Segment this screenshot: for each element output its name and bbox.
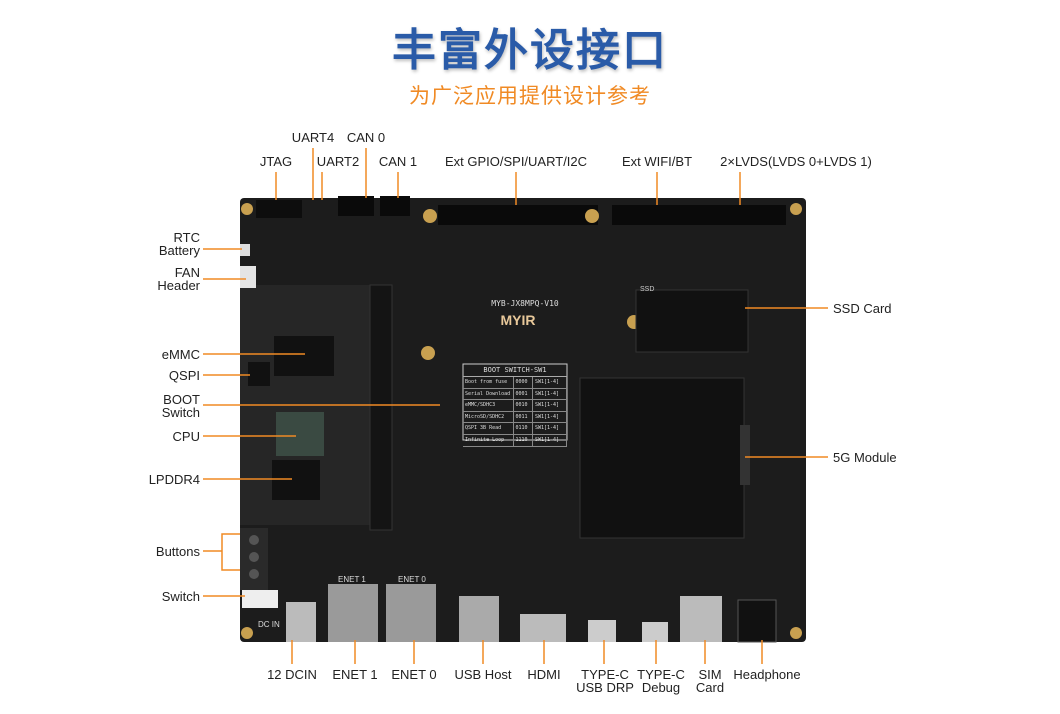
headphone-jack: [737, 599, 777, 643]
label-emmc: eMMC: [161, 347, 200, 362]
page-subtitle: 为广泛应用提供设计参考: [409, 84, 651, 108]
dcin-jack: [286, 602, 316, 642]
label-usb-host: USB Host: [454, 667, 512, 682]
emmc-chip: [274, 336, 334, 376]
label-switch: Switch: [161, 589, 200, 604]
boot-table-cell: SW1[1-4]: [533, 377, 567, 388]
label-enet1: ENET 1: [332, 667, 378, 682]
label-jtag: JTAG: [259, 154, 293, 169]
myir-logo: MYIR: [500, 312, 536, 328]
boot-table-cell: SW1[1-4]: [533, 434, 567, 446]
hdmi-port: [520, 614, 566, 642]
label-qspi: QSPI: [168, 368, 200, 383]
boot-table-cell: 0011: [514, 411, 533, 423]
boot-table-title: BOOT SWITCH-SW1: [463, 364, 567, 377]
label-uart4: UART4: [291, 130, 335, 145]
label-headphone: Headphone: [733, 667, 801, 682]
silk-enet1: ENET 1: [338, 575, 366, 584]
silk-enet0: ENET 0: [398, 575, 426, 584]
boot-table-cell: 0010: [514, 400, 533, 411]
boot-table-cell: eMMC/SDHC3: [463, 400, 514, 411]
label-ssd-card: SSD Card: [833, 301, 892, 316]
boot-table-cell: Serial Download: [463, 388, 514, 400]
wifi-header: [612, 205, 694, 225]
label-hdmi: HDMI: [527, 667, 561, 682]
boot-table-cell: QSPI 3B Read: [463, 423, 514, 434]
silk-ssd: SSD: [640, 286, 655, 293]
silk-dcin: DC IN: [258, 620, 280, 629]
boot-table-cell: 0001: [514, 388, 533, 400]
typec-drp-port: [588, 620, 616, 642]
jtag-header: [256, 200, 302, 218]
leader-lines: [203, 148, 828, 664]
can0-connector: [338, 196, 374, 216]
boot-table-cell: SW1[1-4]: [533, 400, 567, 411]
gpio-header: [438, 205, 598, 225]
boot-table-cell: MicroSD/SDHC2: [463, 411, 514, 423]
sim-slot: [680, 596, 722, 642]
label-can1: CAN 1: [378, 154, 418, 169]
enet0-port: [386, 584, 436, 642]
boot-table-cell: Infinite Loop: [463, 434, 514, 446]
label-lvds: 2×LVDS(LVDS 0+LVDS 1): [720, 154, 872, 169]
label-ext-gpio: Ext GPIO/SPI/UART/I2C: [444, 154, 588, 169]
label-ext-wifi: Ext WIFI/BT: [621, 154, 693, 169]
cpu-chip: [276, 412, 324, 456]
boot-table-cell: Boot from fuse: [463, 377, 514, 388]
lvds-header: [694, 205, 786, 225]
lpddr4-chip: [272, 460, 320, 500]
boot-table-cell: 0000: [514, 377, 533, 388]
page-title: 丰富外设接口: [392, 25, 668, 76]
typec-debug-port: [642, 622, 668, 642]
label-5g-module: 5G Module: [833, 450, 897, 465]
board-model: MYB-JX8MPQ-V10: [491, 299, 559, 308]
label-buttons: Buttons: [155, 544, 200, 559]
label-cpu: CPU: [172, 429, 200, 444]
label-12-dcin: 12 DCIN: [267, 667, 317, 682]
boot-table-cell: SW1[1-4]: [533, 423, 567, 434]
boot-table-cell: 0110: [514, 423, 533, 434]
boot-table-cell: SW1[1-4]: [533, 411, 567, 423]
can1-connector: [380, 196, 410, 216]
label-can0: CAN 0: [346, 130, 386, 145]
ssd-slot: [635, 289, 749, 353]
boot-table-cell: 1110: [514, 434, 533, 446]
usb-port: [459, 596, 499, 642]
boot-table-cell: SW1[1-4]: [533, 388, 567, 400]
label-enet0: ENET 0: [391, 667, 437, 682]
label-uart2: UART2: [316, 154, 360, 169]
5g-slot: [579, 377, 745, 539]
enet1-port: [328, 584, 378, 642]
label-lpddr4: LPDDR4: [148, 472, 200, 487]
